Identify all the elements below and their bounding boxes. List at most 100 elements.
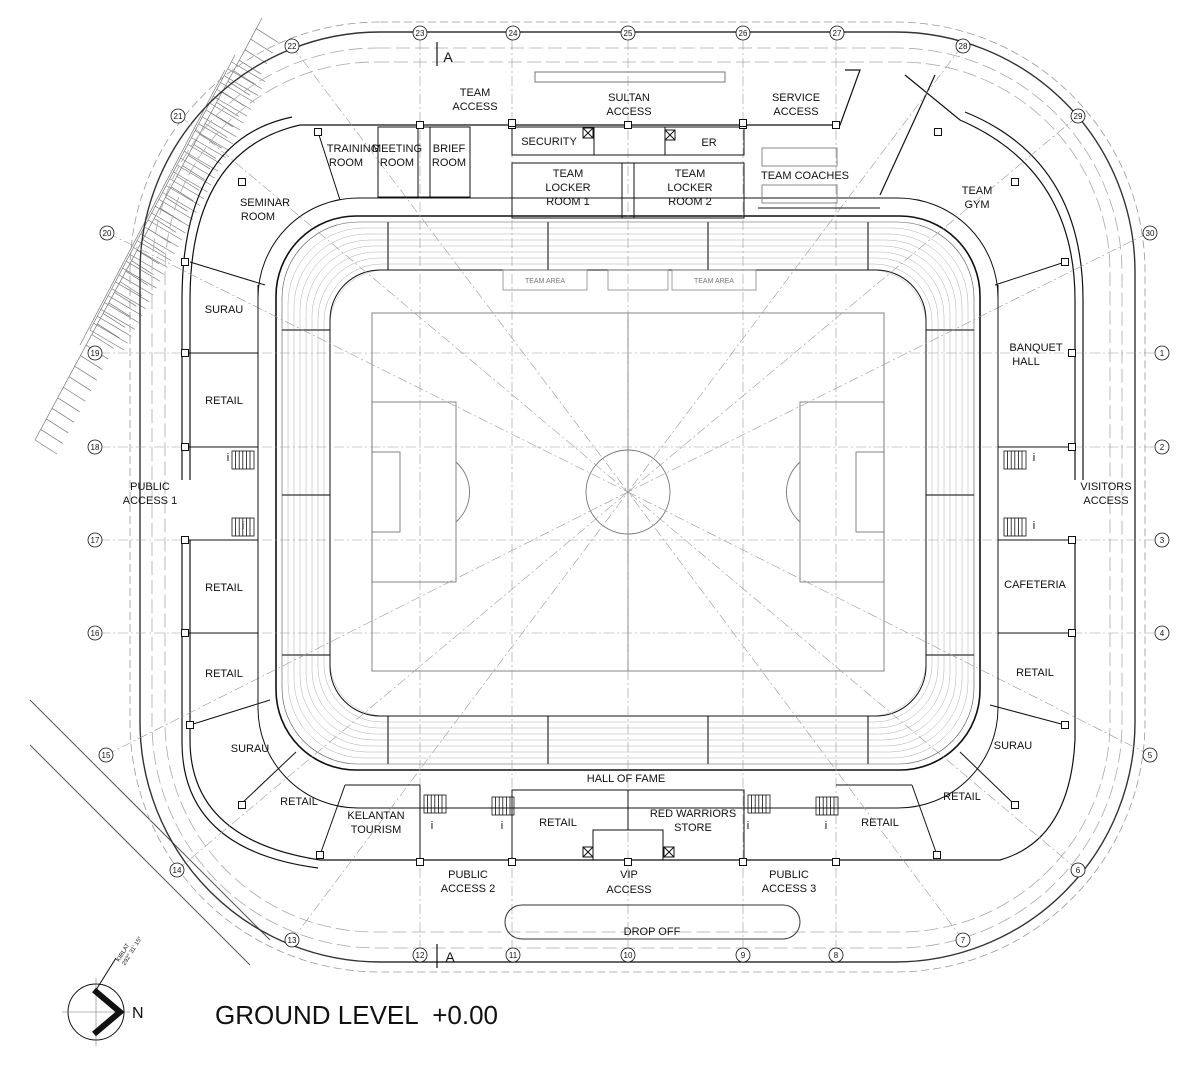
north-label: N [132,1005,144,1022]
grid-bubble [1154,439,1170,455]
grid-label: 11 [509,951,518,960]
team-area-benches [502,269,757,291]
label-retail-south: RETAIL [539,817,577,829]
column-marker [181,349,189,357]
column-marker [181,258,189,266]
grid-label: 9 [741,951,746,960]
section-label-bottom: A [445,949,455,965]
label-surau-west: SURAU [205,304,244,316]
label-retail-southwest: RETAIL [280,796,318,808]
stair-cores [231,450,1027,816]
column-marker [186,721,194,729]
label-retail-southeast: RETAIL [861,817,899,829]
grid-label: 22 [288,42,297,51]
label-retail-east-lower: RETAIL [943,791,981,803]
east-rooms [836,261,1072,856]
grid-bubble [169,862,185,878]
label-retail-east: RETAIL [1016,667,1054,679]
site-outline [129,21,1146,973]
grid-label: 20 [103,229,112,238]
info-point-label: i [747,820,749,832]
grid-label: 4 [1160,629,1165,638]
grid-label: 1 [1160,349,1165,358]
column-marker [624,121,632,129]
grid-label: 7 [961,936,966,945]
grid-bubble [955,38,971,54]
parking-area-nw [34,17,279,455]
label-security: SECURITY [521,136,577,148]
grid-label: 13 [288,936,297,945]
column-marker [739,858,747,866]
grid-label: 5 [1148,751,1153,760]
column-marker [181,629,189,637]
grid-label: 21 [174,112,183,121]
info-point-label: i [242,520,244,532]
grid-bubble [1154,625,1170,641]
grid-label: 16 [91,629,100,638]
grid-label: 24 [509,29,518,38]
info-point-label: i [1033,452,1035,464]
grid-bubble [620,25,636,41]
column-marker [1068,443,1076,451]
grid-bubble [284,932,300,948]
grid-label: 19 [91,349,100,358]
grid-label: 2 [1160,443,1165,452]
grid-label: 28 [959,42,968,51]
column-marker [934,128,942,136]
grid-bubble [1070,108,1086,124]
column-marker [832,121,840,129]
label-er: ER [701,137,716,149]
label-team-coaches: TEAM COACHES [761,170,849,182]
grid-bubble [1154,532,1170,548]
column-marker [1011,801,1019,809]
column-marker [314,128,322,136]
grid-label: 25 [624,29,633,38]
north-arrow: N KIBLAT292° 31' 15" [62,936,144,1046]
section-marker-top: A [436,42,453,66]
column-marker [933,851,941,859]
grid-bubble [1142,747,1158,763]
column-marker [416,858,424,866]
column-marker [416,121,424,129]
grid-bubble [87,625,103,641]
grid-bubble [1070,862,1086,878]
grid-label: 15 [102,751,111,760]
info-point-label: i [1033,520,1035,532]
column-marker [1068,536,1076,544]
label-team-area-1: TEAM AREA [525,278,565,285]
grid-bubble [412,25,428,41]
grid-label: 26 [739,29,748,38]
label-surau-southwest: SURAU [231,743,270,755]
label-hall-of-fame: HALL OF FAME [587,773,665,785]
grid-label: 8 [834,951,839,960]
grid-bubble [505,25,521,41]
grid-bubble [735,25,751,41]
building-outline [181,69,1084,869]
section-label-top: A [443,49,453,65]
info-point-label: i [431,820,433,832]
grid-bubble [505,947,521,963]
grid-bubble [284,38,300,54]
road-sw [29,699,271,966]
grid-bubble [829,25,845,41]
grid-bubble [1154,345,1170,361]
label-cafeteria: CAFETERIA [1004,579,1066,591]
drawing-title: GROUND LEVEL +0.00 [215,1000,498,1030]
grid-bubble [620,947,636,963]
west-rooms [185,261,421,860]
